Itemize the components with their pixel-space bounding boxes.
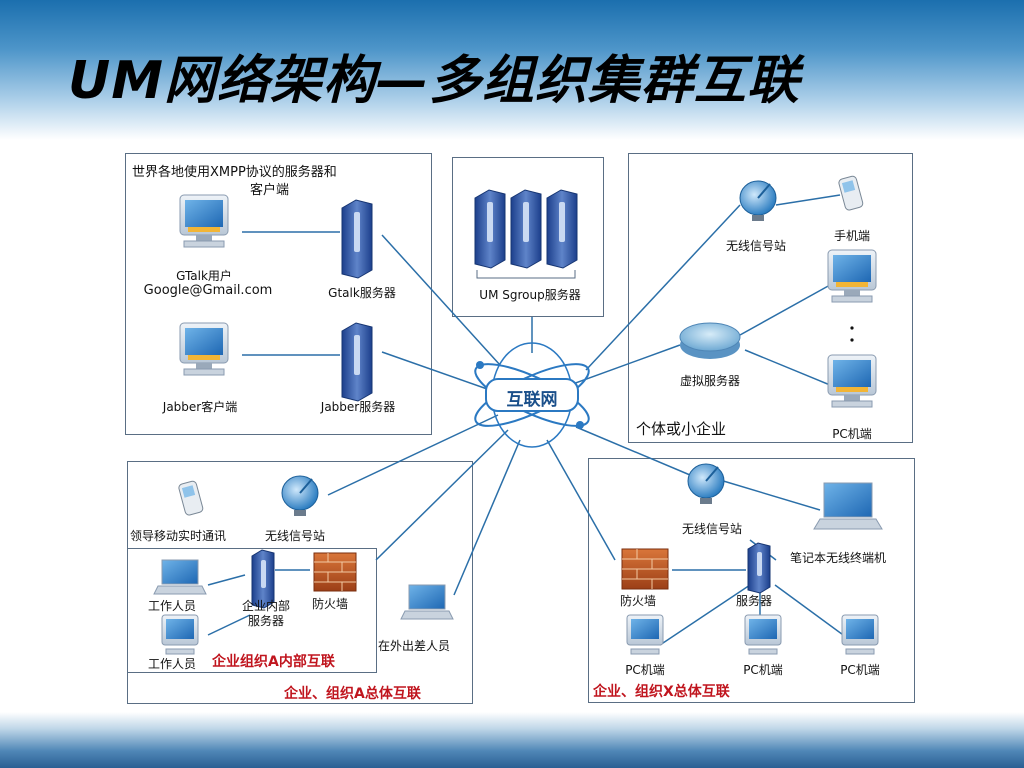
- enterprise-server-label-1: 企业内部: [241, 599, 291, 613]
- jabber-server-label: Jabber服务器: [320, 400, 396, 414]
- internet-hub-icon: [474, 342, 590, 448]
- leader-mobile-phone-icon: [178, 480, 204, 516]
- individual-pc-label: PC机端: [832, 427, 872, 441]
- firewall-a-label: 防火墙: [312, 597, 349, 611]
- gtalk-user-computer-icon: [179, 194, 229, 248]
- sgroup-servers-icon: [474, 189, 578, 279]
- gtalk-user-label-2: Google@Gmail.com: [143, 283, 273, 298]
- wireless-station-x-label: 无线信号站: [681, 522, 743, 536]
- footer-band: [0, 712, 1024, 768]
- slide-title: UM网络架构—多组织集群互联: [68, 51, 800, 111]
- traveler-laptop-icon: [400, 584, 454, 620]
- pc-x2-label: PC机端: [743, 663, 783, 677]
- gtalk-user-label-1: GTalk用户: [176, 269, 232, 283]
- enterprise-server-label-2: 服务器: [247, 614, 285, 628]
- wireless-station-x-icon: [687, 463, 725, 504]
- individual-pc-top-icon: [827, 249, 877, 303]
- xmpp-group-box: [125, 153, 432, 435]
- internet-hub-label: 互联网: [506, 390, 558, 410]
- diagram-graphics: [153, 175, 883, 655]
- pc-x1-icon: [626, 614, 664, 655]
- firewall-x-label: 防火墙: [620, 594, 657, 608]
- firewall-x-icon: [621, 548, 669, 590]
- org-a-outer-label: 企业、组织A总体互联: [284, 686, 421, 702]
- org-a-inner-label: 企业组织A内部互联: [212, 654, 335, 670]
- individual-group-box: [628, 153, 913, 443]
- org-x-label: 企业、组织X总体互联: [593, 684, 730, 700]
- jabber-client-computer-icon: [179, 322, 229, 376]
- traveler-label: 在外出差人员: [378, 639, 451, 653]
- laptop-x-icon: [813, 482, 883, 530]
- xmpp-group-title-1: 世界各地使用XMPP协议的服务器和: [132, 165, 337, 180]
- worker1-laptop-icon: [153, 559, 207, 595]
- gtalk-server-label: Gtalk服务器: [328, 286, 396, 300]
- worker2-computer-icon: [161, 614, 199, 655]
- server-x-icon: [747, 542, 771, 594]
- org-x-box: [588, 458, 915, 703]
- laptop-x-label: 笔记本无线终端机: [790, 551, 887, 565]
- wireless-station-individual-label: 无线信号站: [725, 239, 787, 253]
- pc-x3-label: PC机端: [840, 663, 880, 677]
- xmpp-group-title-2: 客户端: [250, 183, 290, 198]
- pc-x1-label: PC机端: [625, 663, 665, 677]
- individual-group-label: 个体或小企业: [636, 420, 727, 438]
- mobile-phone-label: 手机端: [833, 229, 871, 243]
- leader-mobile-label: 领导移动实时通讯: [130, 529, 227, 543]
- server-x-label: 服务器: [736, 594, 773, 608]
- sgroup-label: UM Sgroup服务器: [479, 288, 581, 302]
- wireless-station-a-label: 无线信号站: [265, 529, 326, 543]
- pc-x3-icon: [841, 614, 879, 655]
- individual-pc-icon: [827, 354, 877, 408]
- worker2-label: 工作人员: [148, 657, 197, 671]
- virtual-server-icon: [679, 322, 741, 359]
- wireless-station-a-icon: [281, 475, 319, 516]
- ellipsis-dots: [850, 326, 854, 342]
- enterprise-server-icon: [251, 549, 275, 609]
- sgroup-box: [452, 157, 604, 317]
- worker1-label: 工作人员: [148, 599, 197, 613]
- jabber-server-icon: [341, 322, 373, 402]
- connection-lines: [207, 194, 851, 646]
- pc-x2-icon: [744, 614, 782, 655]
- wireless-station-individual-icon: [739, 180, 777, 221]
- jabber-client-label: Jabber客户端: [162, 400, 238, 414]
- header-band: [0, 0, 1024, 140]
- mobile-phone-icon: [838, 175, 864, 211]
- firewall-a-icon: [313, 552, 357, 592]
- virtual-server-label: 虚拟服务器: [679, 374, 741, 388]
- network-diagram: 世界各地使用XMPP协议的服务器和 客户端 GTalk用户 Google@Gma…: [100, 145, 930, 710]
- gtalk-server-icon: [341, 199, 373, 279]
- org-a-inner-box: [127, 548, 377, 673]
